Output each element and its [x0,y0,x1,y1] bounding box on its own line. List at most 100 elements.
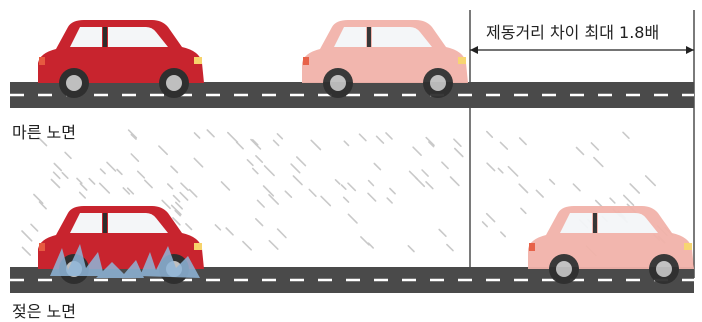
rain-streak [646,176,656,186]
rain-streak [386,133,392,139]
rain-streak [591,143,598,150]
rain-streak [23,247,31,255]
rain-streak [181,183,188,190]
rain-streak [65,152,71,158]
rain-streak [536,190,543,197]
rain-streak [501,232,505,236]
rain-streak [256,156,262,162]
rain-streak [207,130,214,137]
rain-streak [487,132,493,138]
rain-streak [291,164,300,173]
rain-streak [309,190,316,197]
rain-streak [451,177,459,185]
rain-streak [344,197,349,202]
rain-streak [521,208,526,213]
rain-streak [171,166,177,172]
rain-streak [100,183,110,193]
rain-streak [413,147,421,155]
rain-streak [34,195,43,204]
rain-streak [447,245,453,251]
rain-streak [162,200,170,208]
rain-streak [195,133,200,138]
rain-streak [390,189,395,194]
arrow-right-icon [686,46,694,54]
rain-streak [159,146,167,154]
rain-streak [387,198,392,203]
rain-streak [442,162,448,168]
rain-streak [311,140,320,149]
rain-streak [269,241,278,249]
rain-streak [519,184,527,192]
rain-streak [348,183,355,190]
rain-streak [226,228,233,235]
rain-streak [374,164,380,170]
rain-streak [610,198,615,203]
rain-streak [360,134,366,140]
rain-streak [487,214,495,222]
rain-streak [174,196,180,202]
rain-streak [483,222,488,227]
rain-streak [180,193,187,200]
rain-streak [455,149,463,157]
rain-streak [117,170,122,175]
rain-streak [253,169,258,174]
rain-streak [369,243,374,248]
rain-streak [168,184,173,189]
rain-streak [487,163,495,170]
rain-streak [623,132,629,138]
rain-streak [630,184,639,193]
rain-streak [54,164,61,171]
rain-streak [51,180,59,188]
rain-streak [256,219,263,226]
rain-streak [237,142,244,149]
rain-streak [80,192,86,198]
rain-streak [251,140,260,149]
rain-streak [410,171,418,179]
rain-streak [501,142,508,149]
rain-streak [594,158,603,167]
rain-streak [22,231,32,241]
rain-streak [101,169,106,174]
rain-streak [222,182,230,190]
rain-streak [274,140,279,145]
rain-streak [293,176,302,185]
rain-streak [550,180,555,185]
rain-streak [62,173,68,179]
rain-streak [107,162,116,171]
rain-streak [422,170,428,176]
rain-streak [131,154,138,161]
rain-streak [145,180,152,187]
rain-streak [577,148,584,155]
rain-streak [348,214,357,223]
rain-streak [265,166,275,176]
rain-streak [426,182,433,189]
rain-streak [454,139,461,146]
rain-streak [138,171,145,178]
rain-streak [54,172,60,178]
rain-streak [77,178,82,183]
rain-streak [408,246,414,252]
rain-streak [377,136,384,143]
rain-streak [190,190,197,197]
rain-streak [361,237,369,245]
rain-streak [624,195,634,205]
braking-difference-label: 제동거리 차이 최대 1.8배 [486,19,659,43]
rain-streak [321,196,330,205]
rain-streak [498,168,502,172]
rain-streak [194,158,202,166]
rain-streak [439,230,446,237]
rain-streak [243,242,251,250]
rain-streak [80,184,86,190]
rain-streak [228,133,238,143]
rain-streak [520,138,526,144]
rain-streak [508,167,517,176]
arrow-left-icon [470,46,478,54]
rain-streak [247,160,253,166]
rain-streak [258,200,265,207]
dry-road-label: 마른 노면 [12,119,76,143]
rain-streak [336,180,340,184]
rain-streak [215,225,220,230]
rain-streak [186,224,192,230]
